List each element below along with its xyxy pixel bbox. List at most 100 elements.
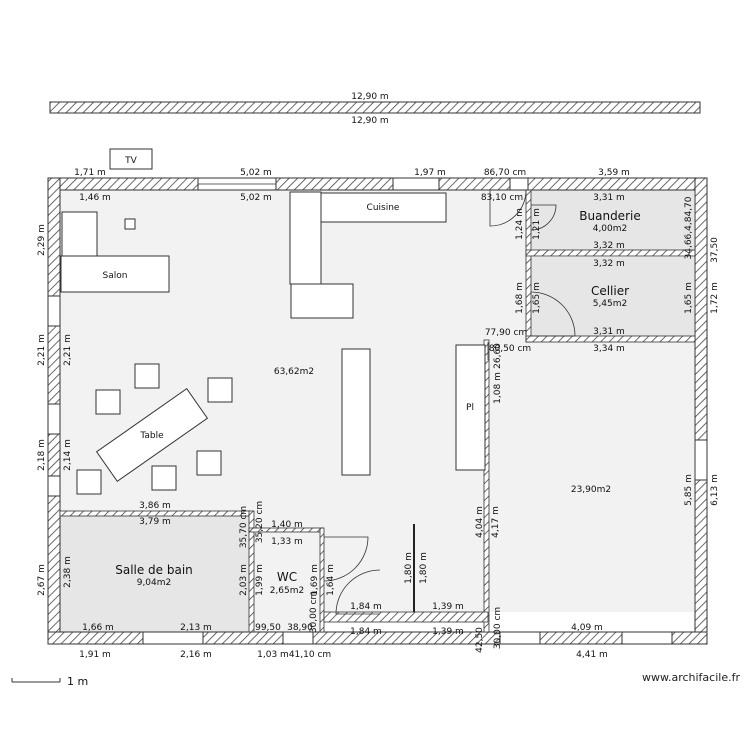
dim-r-5-85: 5,85 m (684, 474, 694, 506)
wall-bathroom-top (59, 510, 251, 517)
dim-c-26-60: 26,60 (493, 343, 503, 369)
dim-r-37-50: 37,50 (710, 237, 720, 263)
side-table (124, 218, 136, 230)
dim-c-1-08: 1,08 m (493, 372, 503, 404)
wall-bottom (47, 631, 708, 645)
window-top-buanderie (509, 177, 529, 191)
dim-cell-3-32: 3,32 m (593, 259, 625, 269)
window-bottom-4 (621, 631, 673, 645)
tv-unit (109, 148, 153, 170)
dim-b-4-41: 4,41 m (576, 650, 608, 660)
dim-b-30-00b: 30,00 cm (309, 591, 319, 633)
tv-label: TV (124, 156, 137, 166)
dim-buand-3-32: 3,32 m (593, 241, 625, 251)
dim-c-4-17: 4,17 m (491, 506, 501, 538)
dim-r-1-72: 1,72 m (710, 282, 720, 314)
dim-c-1-39a: 1,39 m (432, 602, 464, 612)
dim-wc-1-69: 1,69 m (310, 564, 320, 596)
cupboard-pl (455, 344, 486, 471)
dim-b-2-16: 2,16 m (180, 650, 212, 660)
window-bottom-1 (142, 631, 204, 645)
wall-hall-bottom (323, 611, 489, 623)
dim-bath-3-79: 3,79 m (139, 517, 171, 527)
chair-5 (151, 465, 177, 491)
dim-top-total: 12,90 m (351, 92, 388, 102)
dim-86-70: 86,70 cm (484, 168, 526, 178)
dim-l-2-21a: 2,21 m (37, 334, 47, 366)
dim-b-42-50: 42,50 (475, 627, 485, 653)
dim-bath-3-86: 3,86 m (139, 501, 171, 511)
door-top-entry (489, 189, 527, 227)
dim-c-1-84b: 1,84 m (350, 627, 382, 637)
dim-bed-80-50: 80,50 cm (489, 344, 531, 354)
wall-buanderie-left (525, 189, 532, 343)
sofa-back (61, 211, 98, 258)
dim-bed-77-90: 77,90 cm (485, 328, 527, 338)
buanderie-area: 4,00m2 (593, 224, 628, 234)
wall-wc-right (319, 527, 325, 633)
buanderie-label: Buanderie (579, 209, 640, 223)
dim-b-2-13: 2,13 m (180, 623, 212, 633)
dim-1-46: 1,46 m (79, 193, 111, 203)
dim-83-10: 83,10 cm (481, 193, 523, 203)
dim-3-59: 3,59 m (598, 168, 630, 178)
dim-wc-1-33: 1,33 m (271, 537, 303, 547)
dim-l-2-18: 2,18 m (37, 439, 47, 471)
chair-6 (196, 450, 222, 476)
hall-floor (321, 530, 488, 612)
kitchen-counter (320, 192, 447, 223)
dim-b-99-50: 99,50 (255, 623, 281, 633)
bedroom-floor (488, 342, 694, 612)
dim-wc-1-40: 1,40 m (271, 520, 303, 530)
buanderie-floor (530, 190, 694, 250)
kitchen-label: Cuisine (367, 203, 400, 213)
dim-l-2-14: 2,14 m (63, 439, 73, 471)
door-hall-2 (335, 569, 381, 615)
cellier-label: Cellier (591, 284, 629, 298)
dim-buand-1-24: 1,24 m (515, 208, 525, 240)
wc-area: 2,65m2 (270, 586, 305, 596)
wall-bathroom-right (248, 510, 255, 633)
dim-b-30-00a: 30,00 cm (493, 607, 503, 649)
top-dimension-bar (49, 101, 701, 114)
dim-wc-35-70: 35,70 cm (239, 506, 249, 548)
chair-1 (95, 389, 121, 415)
dim-l-2-67: 2,67 m (37, 564, 47, 596)
dim-top-total-b: 12,90 m (351, 116, 388, 126)
main-area-label: 63,62m2 (274, 367, 314, 377)
watermark-text: www.archifacile.fr (642, 671, 740, 684)
bathroom-label: Salle de bain (115, 563, 193, 577)
chair-3 (207, 377, 233, 403)
dim-r-6-13: 6,13 m (710, 474, 720, 506)
bathroom-area: 9,04m2 (137, 578, 172, 588)
chair-2 (134, 363, 160, 389)
wall-bedroom-left (483, 339, 490, 633)
dim-bed-3-34: 3,34 m (593, 344, 625, 354)
window-left-1 (47, 295, 61, 327)
kitchen-counter-vertical (289, 191, 322, 285)
dim-wc-2-03: 2,03 m (239, 564, 249, 596)
dim-1-97: 1,97 m (414, 168, 446, 178)
cellier-floor (530, 257, 694, 337)
living-label: Salon (103, 271, 128, 281)
wall-cellier-bottom (525, 335, 696, 343)
dim-l-2-29: 2,29 m (37, 224, 47, 256)
dim-3-31-top: 3,31 m (593, 193, 625, 203)
wc-label: WC (277, 570, 297, 584)
window-right-bedroom (694, 439, 708, 481)
window-left-2 (47, 403, 61, 435)
dim-b-41-10: 41,10 cm (289, 650, 331, 660)
wall-top (47, 177, 708, 191)
dim-cell-3-31: 3,31 m (593, 327, 625, 337)
pl-label: Pl (466, 403, 474, 413)
wall-right (694, 177, 708, 645)
window-left-3 (47, 475, 61, 497)
dim-5-02a: 5,02 m (240, 168, 272, 178)
door-cellier (530, 291, 576, 337)
bedroom-area: 23,90m2 (571, 485, 611, 495)
dim-c-4-04: 4,04 m (475, 506, 485, 538)
sofa (60, 255, 170, 293)
dim-wc-1-64: 1,64 m (326, 564, 336, 596)
dim-buand-1-21: 1,21 m (532, 208, 542, 240)
dim-l-2-21b: 2,21 m (63, 334, 73, 366)
